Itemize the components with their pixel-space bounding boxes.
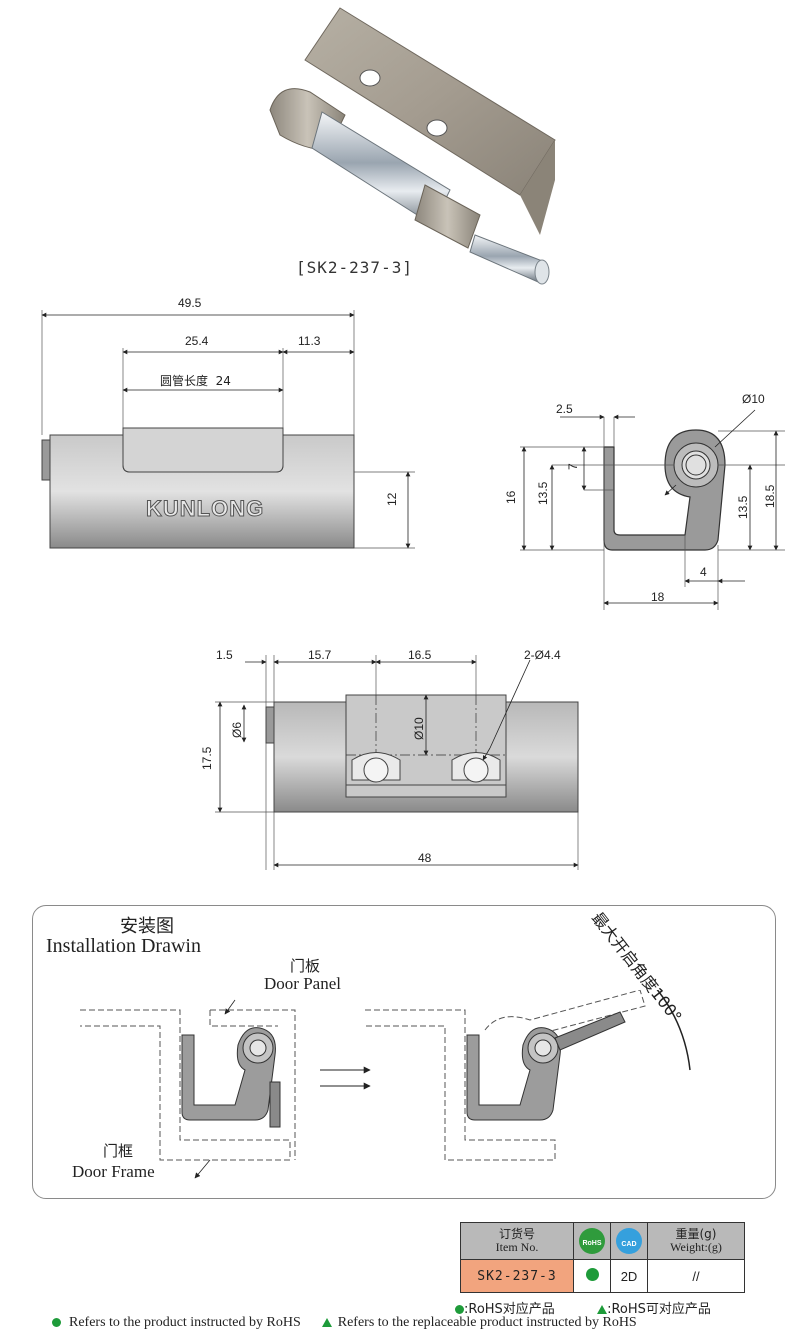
dim-hole-pitch: 16.5 xyxy=(408,648,432,662)
front-view-drawing xyxy=(41,310,415,549)
legend-rohs-replaceable-en: Refers to the replaceable product instru… xyxy=(337,1315,637,1330)
door-frame-label-cn: 门框 xyxy=(103,1142,134,1160)
rohs-dot-icon xyxy=(585,1268,599,1281)
header-rohs: RoHS xyxy=(573,1222,611,1260)
order-table: 订货号 Item No. RoHS CAD 重量(g) Weight:(g) S… xyxy=(460,1222,745,1293)
cad-icon-label: CAD xyxy=(621,1241,637,1248)
installation-title-en: Installation Drawin xyxy=(46,935,201,957)
header-item-no: 订货号 Item No. xyxy=(460,1222,574,1260)
cad-format: 2D xyxy=(610,1259,648,1293)
rohs-icon: RoHS xyxy=(579,1228,605,1254)
dim-hole-spec: 2-Ø4.4 xyxy=(524,648,561,662)
rohs-triangle-icon xyxy=(597,1305,608,1314)
rohs-icon-label: RoHS xyxy=(582,1240,602,1247)
dim-pin-protrusion: 1.5 xyxy=(216,648,233,662)
header-weight: 重量(g) Weight:(g) xyxy=(647,1222,745,1260)
rohs-triangle-icon xyxy=(321,1318,332,1328)
door-frame-label-en: Door Frame xyxy=(72,1162,155,1181)
table-row: SK2-237-3 2D // xyxy=(460,1259,745,1293)
brand-mark: KUNLONG xyxy=(145,496,265,522)
header-weight-en: Weight:(g) xyxy=(670,1240,722,1254)
dim-base-gap: 4 xyxy=(700,565,707,579)
dim-right-inner: 13.5 xyxy=(736,495,750,519)
legend-rohs-cn: :RoHS对应产品 xyxy=(464,1302,555,1317)
door-panel-label-en: Door Panel xyxy=(264,974,341,993)
legend-cn: :RoHS对应产品 :RoHS可对应产品 xyxy=(455,1298,711,1317)
dim-tube-span: 25.4 xyxy=(185,334,209,348)
installation-title-cn: 安装图 xyxy=(120,916,174,937)
dim-bore-side: Ø10 xyxy=(742,392,765,406)
dim-overall-length: 49.5 xyxy=(178,296,202,310)
legend-rohs-replaceable-cn: :RoHS可对应产品 xyxy=(607,1302,711,1317)
header-item-cn: 订货号 xyxy=(498,1227,535,1241)
dim-offset: 7 xyxy=(566,463,580,470)
header-item-en: Item No. xyxy=(495,1240,539,1254)
installation-panel xyxy=(32,905,776,1199)
legend-en: Refers to the product instructed by RoHS… xyxy=(52,1315,637,1331)
dim-side-width: 18 xyxy=(651,590,665,604)
dim-front-height: 12 xyxy=(385,492,399,506)
door-panel-label-cn: 门板 xyxy=(290,957,321,975)
order-table-header: 订货号 Item No. RoHS CAD 重量(g) Weight:(g) xyxy=(460,1222,745,1260)
dim-hole-a: 15.7 xyxy=(308,648,332,662)
dim-wall: 2.5 xyxy=(556,402,573,416)
dim-left-height: 16 xyxy=(504,490,518,504)
dim-inner-height: 13.5 xyxy=(536,481,550,505)
dim-right-offset: 11.3 xyxy=(298,334,321,348)
cad-icon: CAD xyxy=(616,1228,642,1254)
legend-rohs-en: Refers to the product instructed by RoHS xyxy=(69,1315,301,1330)
product-photo xyxy=(269,7,556,285)
top-view-drawing xyxy=(215,655,579,870)
dim-pin-diameter: Ø6 xyxy=(230,721,244,738)
rohs-dot-icon xyxy=(455,1305,464,1314)
dim-tube-length: 圆管长度 24 xyxy=(160,374,231,388)
side-view-drawing xyxy=(520,409,785,610)
item-number: SK2-237-3 xyxy=(460,1259,574,1293)
rohs-dot-icon xyxy=(52,1318,61,1328)
product-caption: [SK2-237-3] xyxy=(296,258,413,277)
header-cad: CAD xyxy=(610,1222,648,1260)
dim-top-length: 48 xyxy=(418,851,432,865)
header-weight-cn: 重量(g) xyxy=(675,1227,717,1241)
installation-drawing xyxy=(80,990,691,1179)
dim-right-height: 18.5 xyxy=(763,484,777,508)
weight-value: // xyxy=(647,1259,745,1293)
dim-top-height: 17.5 xyxy=(200,746,214,770)
rohs-status xyxy=(573,1259,611,1293)
dim-top-bore: Ø10 xyxy=(412,717,426,740)
